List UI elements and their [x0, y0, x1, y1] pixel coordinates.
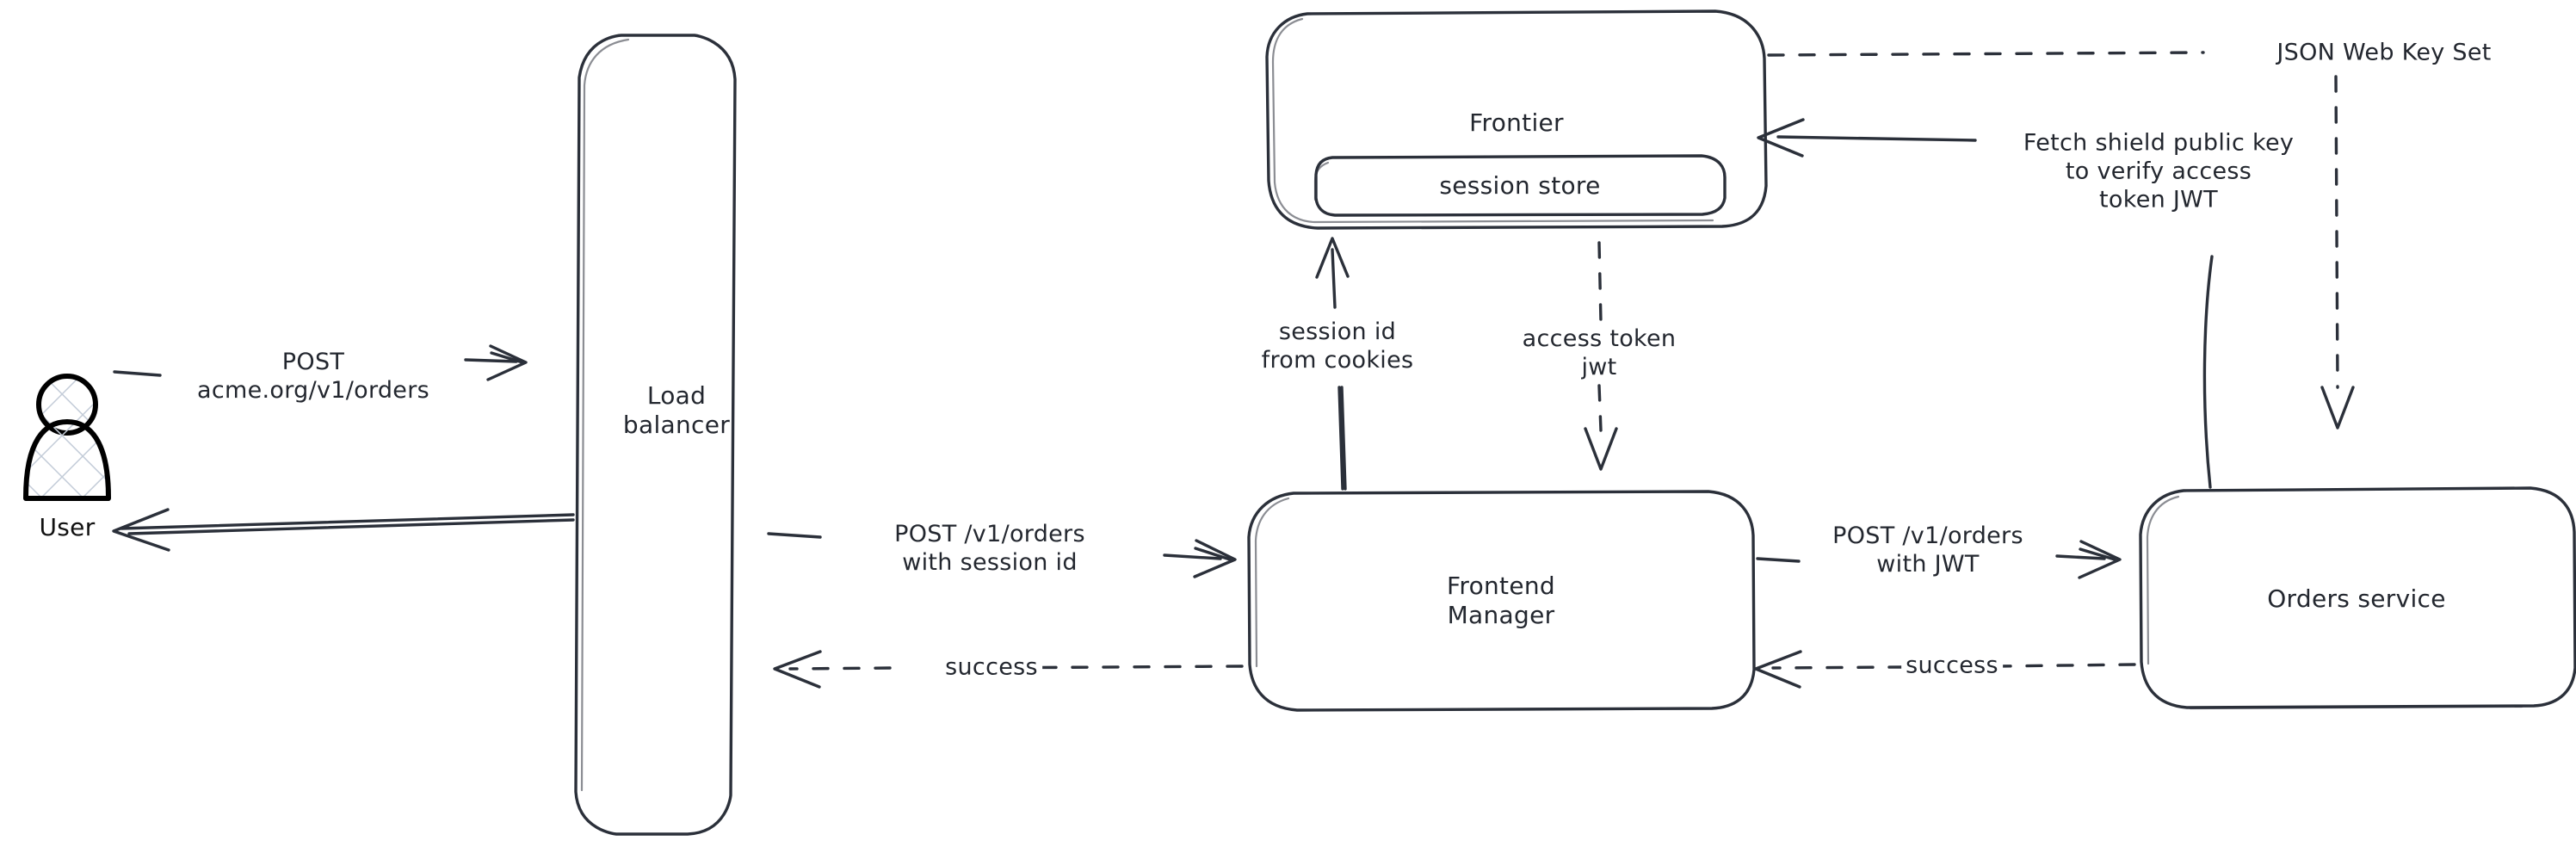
edge-load-balancer-to-frontend-manager: [767, 532, 1237, 578]
edge-frontend-manager-to-frontier: [1315, 237, 1350, 491]
frontier-node[interactable]: [1265, 9, 1768, 230]
edge-frontend-manager-to-load-balancer: [773, 650, 1244, 689]
edge-frontier-to-orders-service: [1767, 51, 2355, 430]
edge-load-balancer-to-user: [112, 508, 575, 552]
orders-service-node[interactable]: [2139, 486, 2576, 710]
edge-orders-service-to-frontier: [1757, 118, 2214, 489]
frontend-manager-node[interactable]: [1247, 490, 1756, 712]
person-icon: [23, 374, 111, 501]
edge-orders-service-to-frontend-manager: [1754, 650, 2136, 689]
edge-frontier-to-frontend-manager: [1584, 241, 1618, 471]
edge-frontend-manager-to-orders-service: [1756, 540, 2122, 579]
load-balancer-node[interactable]: [574, 34, 737, 836]
session-store-node[interactable]: [1313, 154, 1727, 217]
edge-user-to-load-balancer: [113, 344, 528, 381]
